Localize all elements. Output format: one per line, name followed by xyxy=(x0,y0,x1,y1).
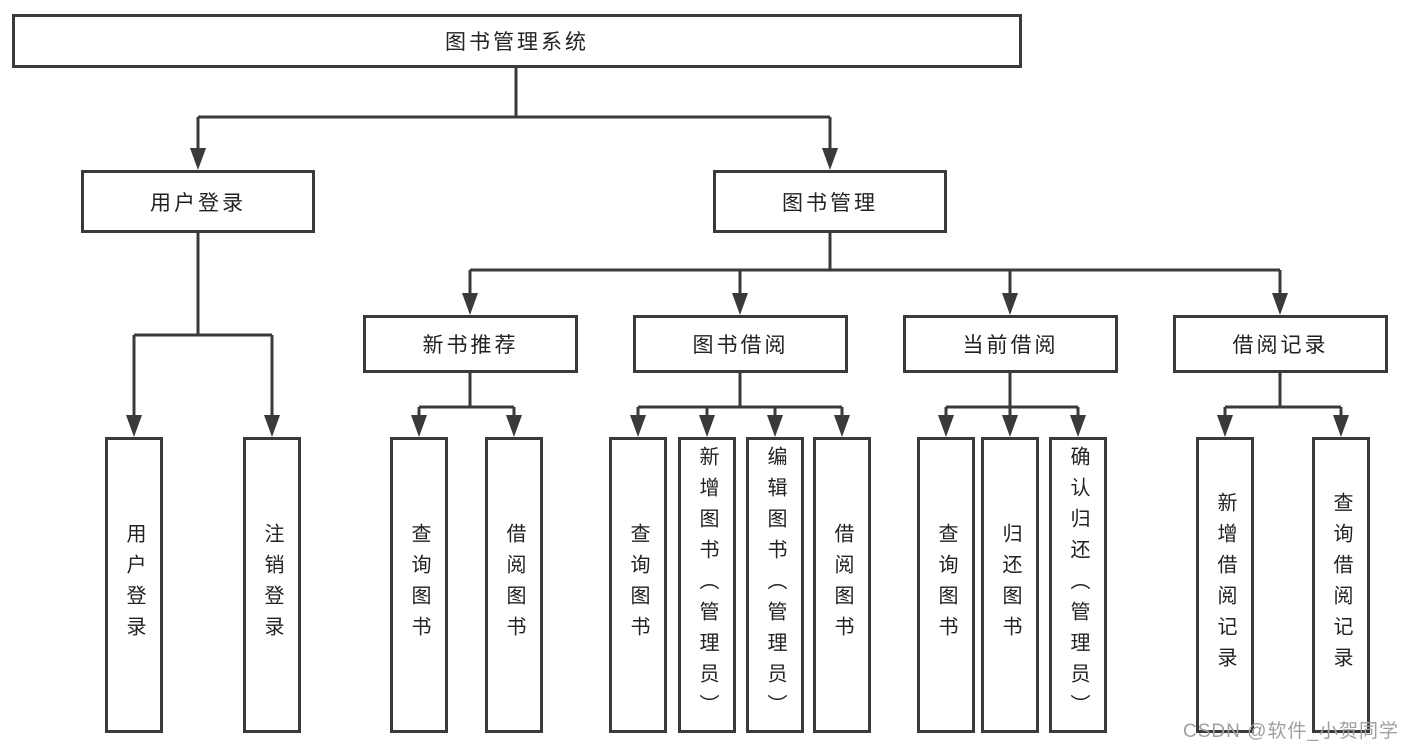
leaf-query-borrow-record: 查询借阅记录 xyxy=(1312,437,1370,733)
node-user-login-label: 用户登录 xyxy=(150,191,246,215)
node-current-borrow-label: 当前借阅 xyxy=(962,334,1059,357)
leaf-edit-book-admin-label: 编辑图书（管理员） xyxy=(764,445,786,725)
node-new-book-recommend-label: 新书推荐 xyxy=(422,334,519,357)
leaf-query-borrow-record-label: 查询借阅记录 xyxy=(1330,492,1352,678)
node-new-book-recommend: 新书推荐 xyxy=(363,315,578,373)
leaf-edit-book-admin: 编辑图书（管理员） xyxy=(746,437,804,733)
leaf-borrow-books: 借阅图书 xyxy=(813,437,871,733)
leaf-return-book-label: 归还图书 xyxy=(999,523,1021,647)
leaf-query-books-borrow: 查询图书 xyxy=(609,437,667,733)
leaf-add-book-admin-label: 新增图书（管理员） xyxy=(696,445,718,725)
node-book-borrow-label: 图书借阅 xyxy=(692,334,789,357)
leaf-borrow-books-recommend: 借阅图书 xyxy=(485,437,543,733)
leaf-borrow-books-recommend-label: 借阅图书 xyxy=(503,523,525,647)
node-book-management-label: 图书管理 xyxy=(782,191,878,215)
leaf-query-books-recommend-label: 查询图书 xyxy=(408,523,430,647)
node-library-system-label: 图书管理系统 xyxy=(445,31,589,54)
leaf-add-book-admin: 新增图书（管理员） xyxy=(678,437,736,733)
leaf-add-borrow-record-label: 新增借阅记录 xyxy=(1214,492,1236,678)
leaf-user-login: 用户登录 xyxy=(105,437,163,733)
node-library-system: 图书管理系统 xyxy=(12,14,1022,68)
leaf-confirm-return-admin: 确认归还（管理员） xyxy=(1049,437,1107,733)
leaf-query-books-current: 查询图书 xyxy=(917,437,975,733)
node-user-login: 用户登录 xyxy=(81,170,315,233)
node-borrow-records: 借阅记录 xyxy=(1173,315,1388,373)
leaf-return-book: 归还图书 xyxy=(981,437,1039,733)
leaf-borrow-books-label: 借阅图书 xyxy=(831,523,853,647)
leaf-query-books-borrow-label: 查询图书 xyxy=(627,523,649,647)
node-borrow-records-label: 借阅记录 xyxy=(1232,334,1329,357)
node-book-management: 图书管理 xyxy=(713,170,947,233)
node-book-borrow: 图书借阅 xyxy=(633,315,848,373)
leaf-confirm-return-admin-label: 确认归还（管理员） xyxy=(1067,445,1089,725)
leaf-user-login-label: 用户登录 xyxy=(123,523,145,647)
leaf-query-books-recommend: 查询图书 xyxy=(390,437,448,733)
leaf-add-borrow-record: 新增借阅记录 xyxy=(1196,437,1254,733)
leaf-logout-label: 注销登录 xyxy=(261,523,283,647)
leaf-logout: 注销登录 xyxy=(243,437,301,733)
leaf-query-books-current-label: 查询图书 xyxy=(935,523,957,647)
node-current-borrow: 当前借阅 xyxy=(903,315,1118,373)
watermark: CSDN @软件_小贺同学 xyxy=(1183,721,1399,742)
arrowheads xyxy=(126,148,1349,437)
